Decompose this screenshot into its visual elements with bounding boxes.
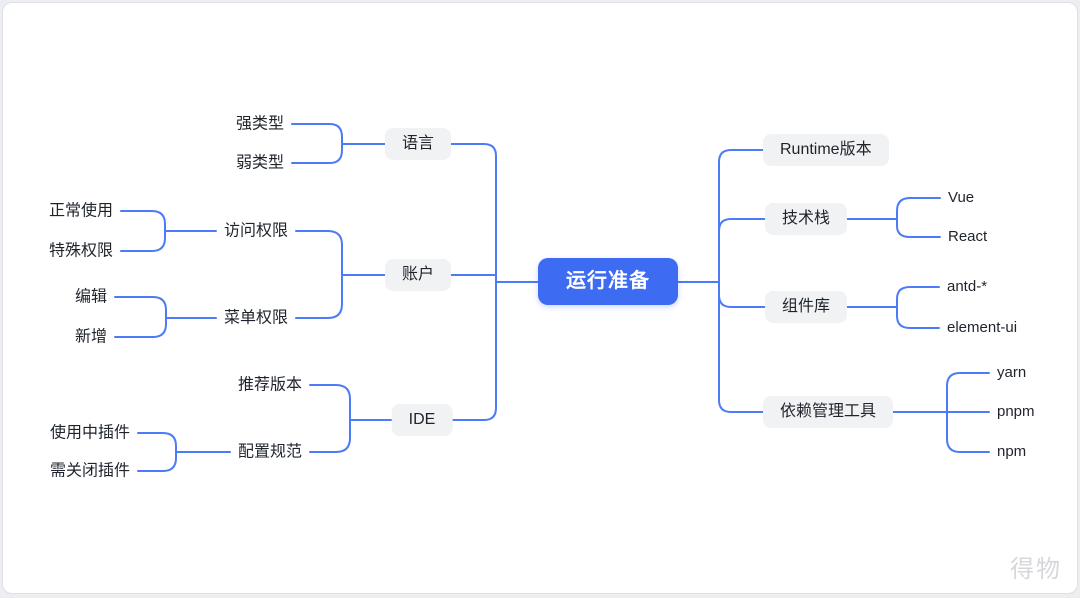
connector-right-trunk	[718, 149, 771, 413]
leaf-npm: npm	[997, 443, 1027, 460]
topic-dependency-tools: 依赖管理工具	[763, 396, 894, 428]
connector-lang-children	[291, 123, 391, 164]
topic-runtime-version: Runtime版本	[763, 134, 889, 166]
connector-deps-children	[879, 372, 990, 453]
topic-language: 语言	[384, 128, 452, 160]
leaf-add: 新增	[74, 328, 107, 346]
central-topic: 运行准备	[538, 258, 678, 305]
topic-account: 账户	[384, 259, 452, 291]
connector-account-children	[295, 230, 391, 319]
connector-tech-children	[831, 197, 941, 238]
dewu-watermark: 得物	[1010, 556, 1062, 583]
connector-ide-children	[309, 384, 397, 453]
connector-menu-children	[114, 296, 217, 338]
leaf-element-ui: element-ui	[947, 319, 1018, 336]
leaf-edit: 编辑	[74, 288, 107, 306]
connector-access-children	[120, 210, 217, 252]
leaf-config-spec: 配置规范	[237, 443, 302, 461]
topic-tech-stack: 技术栈	[765, 203, 848, 235]
topic-component-lib: 组件库	[765, 291, 848, 323]
leaf-pnpm: pnpm	[997, 403, 1035, 420]
leaf-plugins-in-use: 使用中插件	[49, 424, 130, 442]
leaf-weak-typed: 弱类型	[235, 154, 284, 172]
leaf-antd: antd-*	[947, 278, 988, 295]
topic-ide: IDE	[391, 404, 453, 436]
leaf-plugins-to-disable: 需关闭插件	[49, 462, 130, 480]
leaf-vue: Vue	[948, 189, 975, 206]
leaf-react: React	[948, 228, 988, 245]
leaf-yarn: yarn	[997, 364, 1027, 381]
connector-left-trunk	[449, 143, 497, 421]
leaf-special-permission: 特殊权限	[48, 242, 113, 260]
connector-config-children	[137, 432, 231, 472]
leaf-access-permission: 访问权限	[223, 222, 288, 240]
leaf-normal-use: 正常使用	[48, 202, 113, 220]
leaf-recommended-version: 推荐版本	[237, 376, 302, 394]
leaf-strong-typed: 强类型	[235, 115, 284, 133]
leaf-menu-permission: 菜单权限	[223, 309, 288, 327]
connector-component-children	[831, 286, 940, 329]
